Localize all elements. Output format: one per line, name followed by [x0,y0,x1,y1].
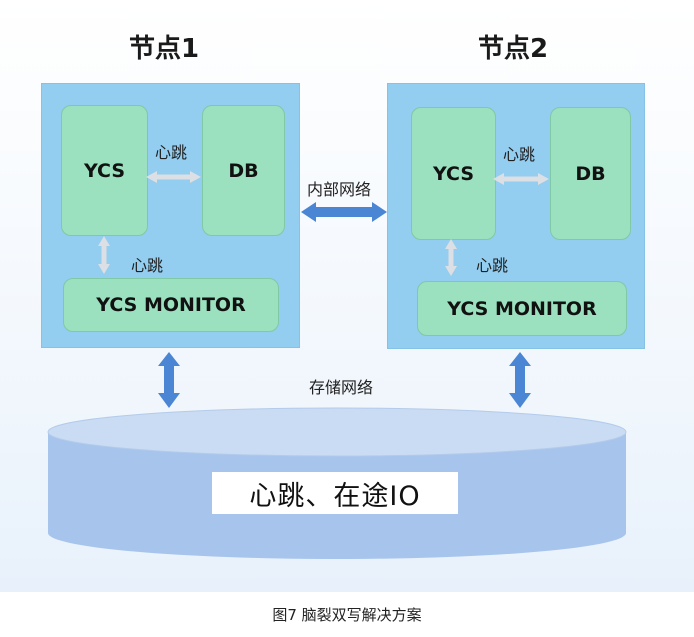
node2-heartbeat-v-label: 心跳 [476,256,509,275]
node2-heartbeat-h-arrow [493,173,549,185]
node2-monitor-box: YCS MONITOR [417,281,627,336]
storage-label: 心跳、在途IO [249,480,421,512]
node2-db-box: DB [550,107,631,240]
node2-heartbeat-v-arrow [445,239,457,276]
node2-monitor-label: YCS MONITOR [447,297,597,320]
node1-db-box: DB [202,105,285,236]
node1-monitor-label: YCS MONITOR [96,294,246,316]
node1-heartbeat-h-arrow [146,171,201,183]
node1-title: 节点1 [129,34,200,64]
node1-panel: YCS DB YCS MONITOR [41,83,300,348]
node1-heartbeat-v-arrow [98,236,110,274]
storage-label-box: 心跳、在途IO [212,472,458,514]
node1-db-label: DB [228,159,259,182]
node1-ycs-label: YCS [83,159,126,182]
node2-title: 节点2 [478,34,549,64]
node1-heartbeat-h-label: 心跳 [155,143,188,162]
figure-caption: 图7 脑裂双写解决方案 [272,606,422,624]
node1-ycs-box: YCS [61,105,148,236]
internal-network-label: 内部网络 [307,180,372,199]
node1-storage-arrow [158,352,180,408]
diagram-canvas: 节点1 节点2 YCS DB YCS MONITOR 心跳 心跳 YCS DB … [0,0,694,592]
node2-ycs-box: YCS [411,107,496,240]
node2-panel: YCS DB YCS MONITOR [387,83,645,349]
node2-storage-arrow [509,352,531,408]
node2-ycs-label: YCS [432,162,475,185]
storage-network-label: 存储网络 [309,378,374,397]
node2-db-label: DB [575,162,606,185]
internal-network-arrow [301,202,387,222]
node2-heartbeat-h-label: 心跳 [503,145,536,164]
node1-heartbeat-v-label: 心跳 [131,256,164,275]
node1-monitor-box: YCS MONITOR [63,278,279,332]
